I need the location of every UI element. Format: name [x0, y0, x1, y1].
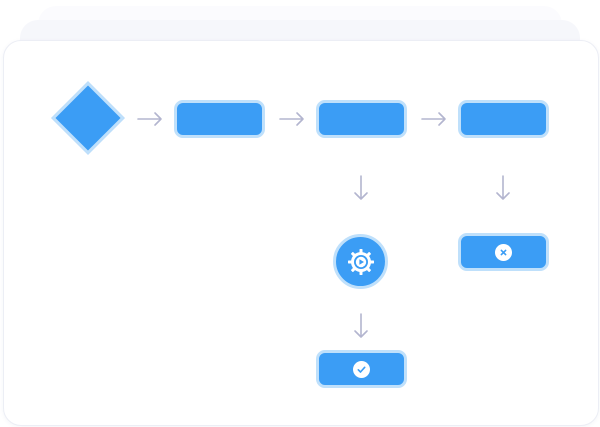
- arrow-down-icon: [496, 175, 510, 200]
- failure-result-node: [458, 233, 549, 271]
- arrow-right-icon: [421, 112, 446, 126]
- success-badge: [353, 360, 370, 378]
- close-icon: [500, 249, 507, 255]
- process-step-1: [174, 100, 265, 138]
- arrow-right-icon: [279, 112, 304, 126]
- success-result-node: [316, 350, 407, 388]
- arrow-right-icon: [137, 112, 162, 126]
- gear-icon: [347, 248, 374, 275]
- processing-node: [333, 234, 388, 289]
- check-icon: [357, 366, 366, 373]
- arrow-down-icon: [354, 313, 368, 338]
- failure-badge: [495, 243, 512, 261]
- process-step-3: [458, 100, 549, 138]
- process-step-2: [316, 100, 407, 138]
- arrow-down-icon: [354, 175, 368, 200]
